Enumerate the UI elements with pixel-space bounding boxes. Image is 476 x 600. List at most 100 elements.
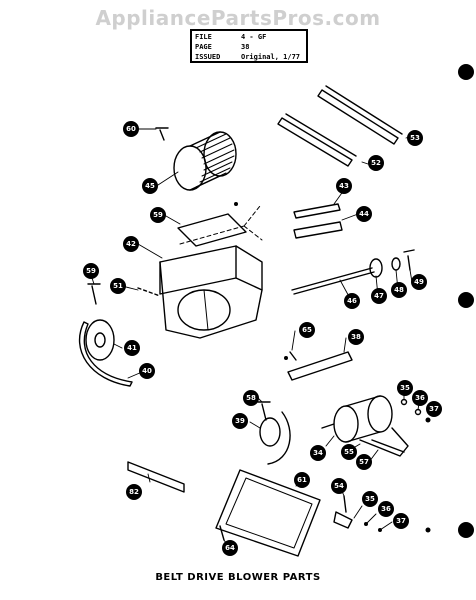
svg-text:44: 44 (359, 210, 369, 218)
callout-37-upper: 37 (426, 401, 442, 417)
svg-text:39: 39 (235, 417, 245, 425)
svg-text:40: 40 (142, 367, 152, 375)
page-label: PAGE (195, 43, 212, 51)
svg-text:45: 45 (145, 182, 155, 190)
screw-59-left (87, 283, 101, 305)
svg-text:35: 35 (365, 495, 375, 503)
issued-label: ISSUED (195, 53, 221, 61)
washer-48 (391, 257, 401, 271)
svg-text:51: 51 (113, 282, 123, 290)
callout-39: 39 (232, 413, 248, 429)
callout-37-lower: 37 (393, 513, 409, 529)
file-value: 4 - GF (241, 33, 267, 41)
binder-hole-bottom (458, 522, 474, 538)
pulley-41 (85, 319, 115, 361)
callout-35-lower: 35 (362, 491, 378, 507)
svg-text:37: 37 (429, 405, 439, 413)
nut-49 (403, 249, 415, 271)
svg-text:43: 43 (339, 182, 349, 190)
binder-hole-middle (458, 292, 474, 308)
callout-41: 41 (124, 340, 140, 356)
blower-housing (159, 205, 263, 339)
svg-text:38: 38 (351, 333, 361, 341)
svg-text:55: 55 (344, 448, 354, 456)
callout-55: 55 (341, 444, 357, 460)
callout-34: 34 (310, 445, 326, 461)
svg-text:48: 48 (394, 286, 404, 294)
svg-text:82: 82 (129, 488, 139, 496)
callout-54: 54 (331, 478, 347, 494)
shaft-46 (291, 267, 375, 295)
file-info-box: FILE 4 - GF PAGE 38 ISSUED Original, 1/77 (190, 29, 308, 63)
svg-text:37: 37 (396, 517, 406, 525)
screw-60 (155, 127, 169, 141)
top-bracket-59 (177, 213, 247, 247)
svg-text:59: 59 (86, 267, 96, 275)
rail-53 (317, 85, 403, 145)
motor-34 (321, 395, 409, 457)
rail-52 (277, 113, 357, 167)
callouts: 60 45 53 52 43 44 59 42 59 51 48 49 46 4… (83, 121, 442, 556)
svg-text:47: 47 (374, 292, 384, 300)
belt-40 (78, 321, 133, 387)
callout-60: 60 (123, 121, 139, 137)
bracket-38 (287, 351, 353, 381)
callout-57: 57 (356, 454, 372, 470)
callout-48: 48 (391, 282, 407, 298)
callout-53: 53 (407, 130, 423, 146)
callout-61: 61 (294, 472, 310, 488)
watermark: AppliancePartsPros.com (95, 6, 381, 30)
file-label: FILE (195, 33, 212, 41)
small-hardware (234, 202, 431, 533)
svg-text:46: 46 (347, 297, 357, 305)
motor-pulley-39 (259, 411, 291, 465)
callout-40: 40 (139, 363, 155, 379)
bolt-54 (333, 495, 353, 529)
svg-text:34: 34 (313, 449, 323, 457)
callout-49: 49 (411, 274, 427, 290)
page-value: 38 (241, 43, 250, 51)
blower-wheel (173, 131, 237, 191)
callout-58: 58 (243, 390, 259, 406)
callout-64: 64 (222, 540, 238, 556)
screw-65 (289, 351, 297, 361)
callout-43: 43 (336, 178, 352, 194)
svg-text:36: 36 (415, 394, 425, 402)
svg-text:36: 36 (381, 505, 391, 513)
screw-64 (219, 525, 225, 541)
issued-value: Original, 1/77 (241, 53, 301, 61)
callout-59-left: 59 (83, 263, 99, 279)
svg-text:59: 59 (153, 211, 163, 219)
svg-text:52: 52 (371, 159, 381, 167)
screw-58 (257, 401, 271, 421)
svg-text:49: 49 (414, 278, 424, 286)
callout-36-upper: 36 (412, 390, 428, 406)
filter-strip-82 (127, 461, 185, 493)
callout-82: 82 (126, 484, 142, 500)
svg-text:35: 35 (400, 384, 410, 392)
bracket-44 (293, 221, 343, 239)
callout-52: 52 (368, 155, 384, 171)
callout-36-lower: 36 (378, 501, 394, 517)
callout-46: 46 (344, 293, 360, 309)
callout-35-upper: 35 (397, 380, 413, 396)
svg-text:53: 53 (410, 134, 420, 142)
callout-65: 65 (299, 322, 315, 338)
bracket-43 (293, 203, 341, 219)
leader-51 (137, 287, 161, 297)
svg-text:42: 42 (126, 240, 136, 248)
callout-44: 44 (356, 206, 372, 222)
svg-text:64: 64 (225, 544, 235, 552)
leader-lines (91, 128, 421, 547)
binder-hole-top (458, 64, 474, 80)
svg-text:60: 60 (126, 125, 136, 133)
filter-frame-61 (215, 469, 321, 557)
callout-45: 45 (142, 178, 158, 194)
callout-38: 38 (348, 329, 364, 345)
svg-text:41: 41 (127, 344, 137, 352)
svg-text:57: 57 (359, 458, 369, 466)
svg-text:65: 65 (302, 326, 312, 334)
callout-47: 47 (371, 288, 387, 304)
